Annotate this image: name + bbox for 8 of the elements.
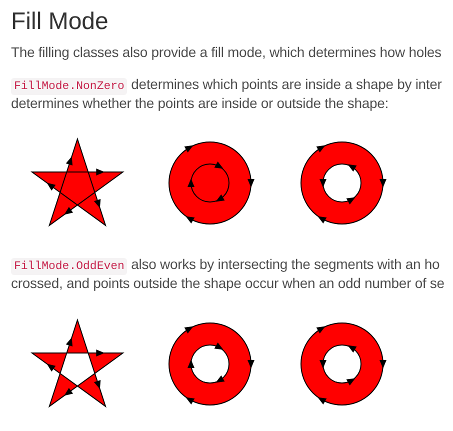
paragraph: crossed, and points outside the shape occur when an odd number of se (11, 275, 444, 291)
paragraph: also works by intersecting the segments with an ho (131, 256, 440, 272)
code-snippet: FillMode.NonZero (11, 78, 128, 95)
paragraph: The filling classes also provide a fill mode, which determines how holes (11, 44, 442, 60)
paragraph: determines which points are inside a shape by inter (131, 76, 442, 92)
page-heading: Fill Mode (11, 8, 108, 36)
code-snippet: FillMode.OddEven (11, 258, 128, 275)
paragraph: determines whether the points are inside or outside the shape: (11, 95, 388, 111)
